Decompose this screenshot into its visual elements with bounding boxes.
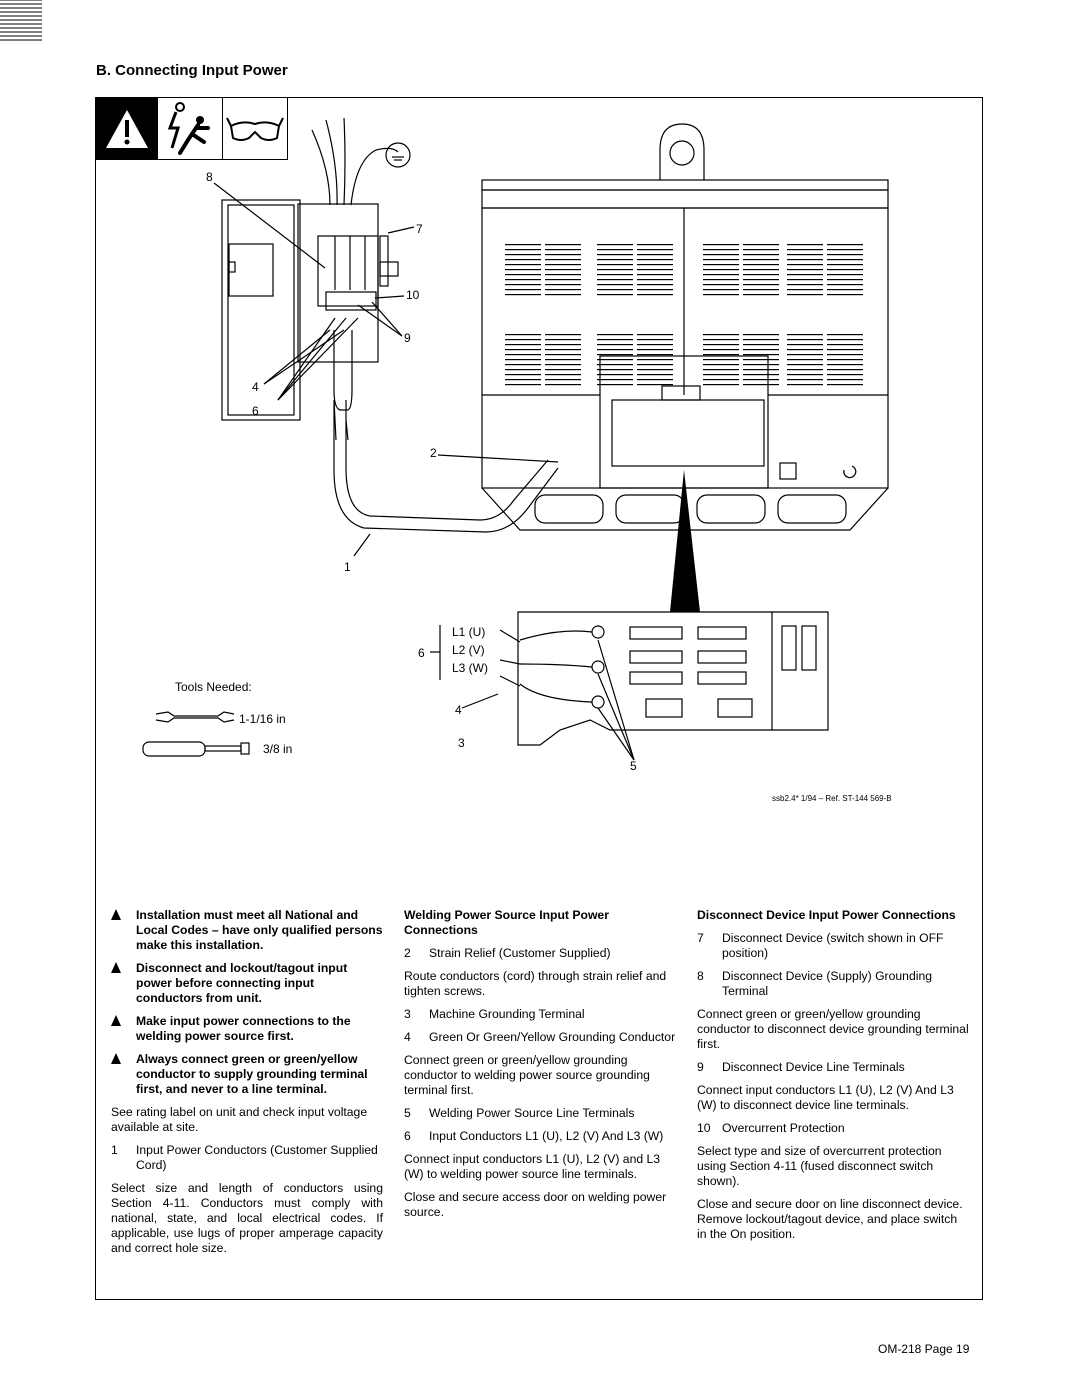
phase-label-l3: L3 (W): [452, 661, 488, 675]
warning-icon: [95, 97, 158, 160]
paragraph: Connect input conductors L1 (U), L2 (V) …: [404, 1152, 661, 1181]
callout-8: 8: [206, 170, 213, 184]
column-safety: Installation must meet all National and …: [111, 908, 383, 1264]
intro-text: See rating label on unit and check input…: [111, 1105, 368, 1134]
screwdriver-icon: [142, 741, 206, 757]
paragraph: Close and secure door on line disconnect…: [697, 1197, 963, 1241]
diagram-frame: [95, 97, 983, 1300]
callout-5: 5: [630, 759, 637, 773]
section-title: B. Connecting Input Power: [96, 62, 288, 79]
warning-triangle-icon: [111, 1053, 121, 1064]
warning-bullet: Make input power connections to the weld…: [111, 1014, 383, 1044]
callout-6-lower: 6: [418, 646, 425, 660]
column-welding-source: Welding Power Source Input Power Connect…: [404, 908, 676, 1228]
callout-3: 3: [458, 736, 465, 750]
paragraph: Connect green or green/yellow grounding …: [404, 1053, 650, 1097]
callout-6-upper: 6: [252, 404, 259, 418]
tools-icons: [142, 711, 250, 757]
warning-triangle-icon: [111, 962, 121, 973]
callout-9: 9: [404, 331, 411, 345]
column-disconnect-device: Disconnect Device Input Power Connection…: [697, 908, 969, 1250]
column-heading: Welding Power Source Input Power Connect…: [404, 908, 609, 937]
callout-2: 2: [430, 446, 437, 460]
warning-bullet: Always connect green or green/yellow con…: [111, 1052, 383, 1097]
warning-bullet: Installation must meet all National and …: [111, 908, 383, 953]
paragraph: Route conductors (cord) through strain r…: [404, 969, 667, 998]
safety-glasses-icon: [222, 97, 288, 160]
paragraph: Connect green or green/yellow grounding …: [697, 1007, 969, 1051]
warning-triangle-icon: [111, 909, 121, 920]
warning-triangle-icon: [111, 1015, 121, 1026]
electric-shock-icon: [157, 97, 223, 160]
callout-4-lower: 4: [455, 703, 462, 717]
screwdriver-size: 3/8 in: [263, 742, 293, 756]
callout-10: 10: [406, 288, 420, 302]
page-footer: OM-218 Page 19: [878, 1342, 970, 1356]
phase-label-l2: L2 (V): [452, 643, 485, 657]
callout-4-upper: 4: [252, 380, 259, 394]
paragraph: Connect input conductors L1 (U), L2 (V) …: [697, 1083, 954, 1112]
terminal-panel-detail: [430, 611, 829, 761]
callout-1: 1: [344, 560, 351, 574]
column-heading: Disconnect Device Input Power Connection…: [697, 908, 956, 922]
tools-needed-label: Tools Needed:: [175, 680, 252, 694]
input-power-diagram: [0, 0, 889, 761]
wrench-icon: [155, 711, 235, 723]
warning-bullet: Disconnect and lockout/tagout input powe…: [111, 961, 383, 1006]
safety-icon-strip: [95, 97, 288, 160]
callout-7: 7: [416, 222, 423, 236]
wrench-size: 1-1/16 in: [239, 712, 286, 726]
louver-grid: [505, 244, 863, 612]
drawing-reference: ssb2.4* 1/94 – Ref. ST-144 569-B: [772, 794, 892, 803]
disconnect-device: [221, 199, 399, 421]
phase-label-l1: L1 (U): [452, 625, 486, 639]
paragraph: Select type and size of overcurrent prot…: [697, 1144, 942, 1188]
conductor-text: Select size and length of conductors usi…: [111, 1181, 383, 1255]
paragraph: Close and secure access door on welding …: [404, 1190, 667, 1219]
